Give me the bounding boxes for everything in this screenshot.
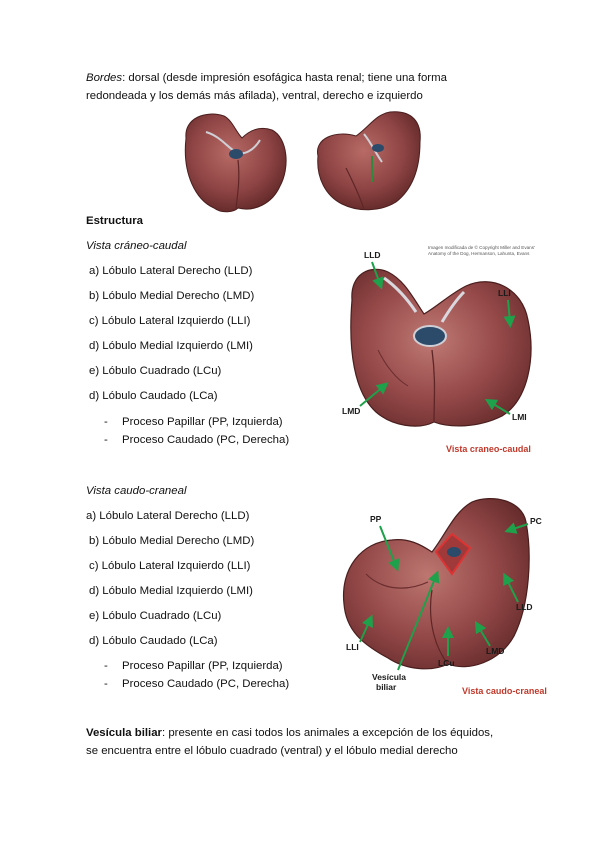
vesicula-label: Vesícula biliar xyxy=(86,727,162,739)
view1-subitem-bullet: - xyxy=(104,434,108,446)
view2-subitem-bullet: - xyxy=(104,660,108,672)
vesicula-line-1: Vesícula biliar: presente en casi todos … xyxy=(86,726,493,740)
view1-item: d) Lóbulo Caudado (LCa) xyxy=(89,390,218,402)
label-lcu: LCu xyxy=(438,658,455,668)
liver-body xyxy=(350,268,532,427)
view2-item: e) Lóbulo Cuadrado (LCu) xyxy=(89,610,222,622)
label-lld: LLD xyxy=(516,602,533,612)
view2-title: Vista caudo-craneal xyxy=(86,485,187,497)
bordes-label: Bordes xyxy=(86,72,123,84)
view1-item: e) Lóbulo Cuadrado (LCu) xyxy=(89,365,222,377)
view1-subitem: Proceso Caudado (PC, Derecha) xyxy=(122,434,290,446)
label-lli: LLI xyxy=(346,642,359,652)
label-lld: LLD xyxy=(364,250,381,260)
figure1-caption: Vista craneo-caudal xyxy=(446,444,531,454)
view1-title: Vista cráneo-caudal xyxy=(86,240,187,252)
view2-item: a) Lóbulo Lateral Derecho (LLD) xyxy=(86,510,250,522)
liver-thumb-left xyxy=(184,113,287,213)
view1-item: d) Lóbulo Medial Izquierdo (LMI) xyxy=(89,340,253,352)
view2-item: b) Lóbulo Medial Derecho (LMD) xyxy=(89,535,255,547)
view1-item: a) Lóbulo Lateral Derecho (LLD) xyxy=(89,265,253,277)
view1-subitem-bullet: - xyxy=(104,416,108,428)
view1-subitem: Proceso Papillar (PP, Izquierda) xyxy=(122,416,283,428)
view2-subitem-bullet: - xyxy=(104,678,108,690)
view2-item: d) Lóbulo Medial Izquierdo (LMI) xyxy=(89,585,253,597)
bordes-line-1: Bordes: dorsal (desde impresión esofágic… xyxy=(86,71,447,85)
label-vesicula-1: Vesícula xyxy=(372,672,406,682)
label-lli: LLI xyxy=(498,288,511,298)
vesicula-text-1: : presente en casi todos los animales a … xyxy=(161,727,494,739)
label-lmi: LMI xyxy=(512,412,527,422)
label-lmd: LMD xyxy=(486,646,504,656)
bordes-text-1: : dorsal (desde impresión esofágica hast… xyxy=(122,72,447,84)
estructura-heading: Estructura xyxy=(86,215,143,227)
figure1-credit-1: Imagen modificada de © Copyright Miller … xyxy=(428,244,535,250)
figure1-credit-2: Anatomy of the Dog, Hermanson, Lahunta, … xyxy=(428,251,530,256)
view2-subitem: Proceso Caudado (PC, Derecha) xyxy=(122,678,290,690)
liver-thumb-right xyxy=(317,111,421,211)
label-lmd: LMD xyxy=(342,406,360,416)
view2-item: c) Lóbulo Lateral Izquierdo (LLI) xyxy=(89,560,251,572)
view2-item: d) Lóbulo Caudado (LCa) xyxy=(89,635,218,647)
view1-item: b) Lóbulo Medial Derecho (LMD) xyxy=(89,290,255,302)
figure2-caption: Vista caudo-craneal xyxy=(462,686,547,696)
view2-subitem: Proceso Papillar (PP, Izquierda) xyxy=(122,660,283,672)
figure-caudo-craneal: PP PC LLD LMD LLI LCu Vesícula biliar Vi… xyxy=(342,498,547,696)
figure-craneo-caudal: Imagen modificada de © Copyright Miller … xyxy=(342,244,535,454)
bordes-line-2: redondeada y los demás más afilada), ven… xyxy=(86,90,423,102)
view1-item: c) Lóbulo Lateral Izquierdo (LLI) xyxy=(89,315,251,327)
liver-thumbnails xyxy=(184,111,421,213)
label-pc: PC xyxy=(530,516,542,526)
label-vesicula-2: biliar xyxy=(376,682,397,692)
vesicula-line-2: se encuentra entre el lóbulo cuadrado (v… xyxy=(86,745,458,757)
label-pp: PP xyxy=(370,514,382,524)
